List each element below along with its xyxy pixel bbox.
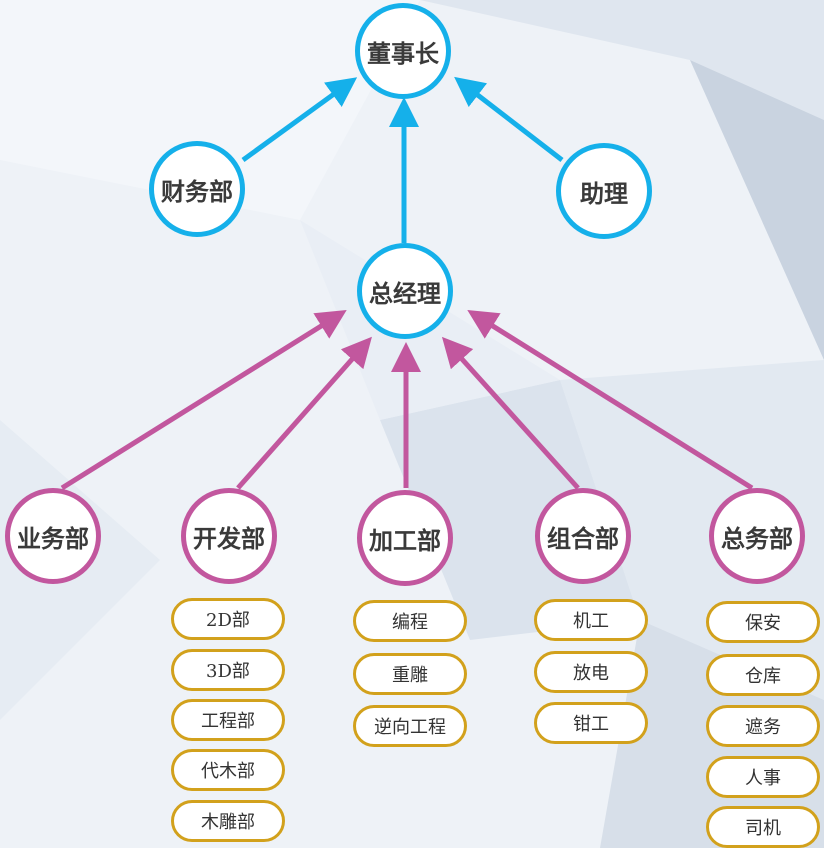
- link-general-affairs-to-gm: [467, 310, 754, 491]
- link-finance-to-chairman: [241, 77, 358, 163]
- department-node-assembly: 组合部: [535, 488, 631, 584]
- sub-unit-development-woodcarving: 木雕部: [171, 800, 285, 842]
- sub-unit-general-affairs-driver: 司机: [706, 806, 820, 848]
- sub-unit-processing-programming: 编程: [353, 600, 467, 642]
- sub-unit-assembly-machining: 机工: [534, 599, 648, 641]
- sub-unit-development-3d: 3D部: [171, 649, 285, 691]
- department-node-business: 业务部: [5, 488, 101, 584]
- sub-unit-general-affairs-security: 保安: [706, 601, 820, 643]
- sub-unit-general-affairs-personnel: 人事: [706, 756, 820, 798]
- link-assistant-to-chairman: [454, 76, 564, 162]
- sub-unit-development-prototype: 代木部: [171, 749, 285, 791]
- sub-unit-assembly-fitter: 钳工: [534, 702, 648, 744]
- sub-unit-assembly-edm: 放电: [534, 651, 648, 693]
- department-node-processing: 加工部: [357, 490, 453, 586]
- sub-unit-processing-reverse-engineering: 逆向工程: [353, 705, 467, 747]
- sub-unit-general-affairs-warehouse: 仓库: [706, 654, 820, 696]
- link-assembly-to-gm: [441, 336, 580, 490]
- sub-unit-processing-recarving: 重雕: [353, 653, 467, 695]
- sub-unit-general-affairs-zhewu: 遮务: [706, 705, 820, 747]
- department-node-development: 开发部: [181, 488, 277, 584]
- sub-unit-development-engineering: 工程部: [171, 699, 285, 741]
- sub-unit-development-2d: 2D部: [171, 598, 285, 640]
- chairman-node: 董事长: [355, 3, 451, 99]
- general-manager-node: 总经理: [357, 243, 453, 339]
- finance-node: 财务部: [149, 141, 245, 237]
- link-development-to-gm: [236, 336, 372, 490]
- department-node-general-affairs: 总务部: [709, 488, 805, 584]
- link-business-to-gm: [60, 310, 347, 491]
- assistant-node: 助理: [556, 143, 652, 239]
